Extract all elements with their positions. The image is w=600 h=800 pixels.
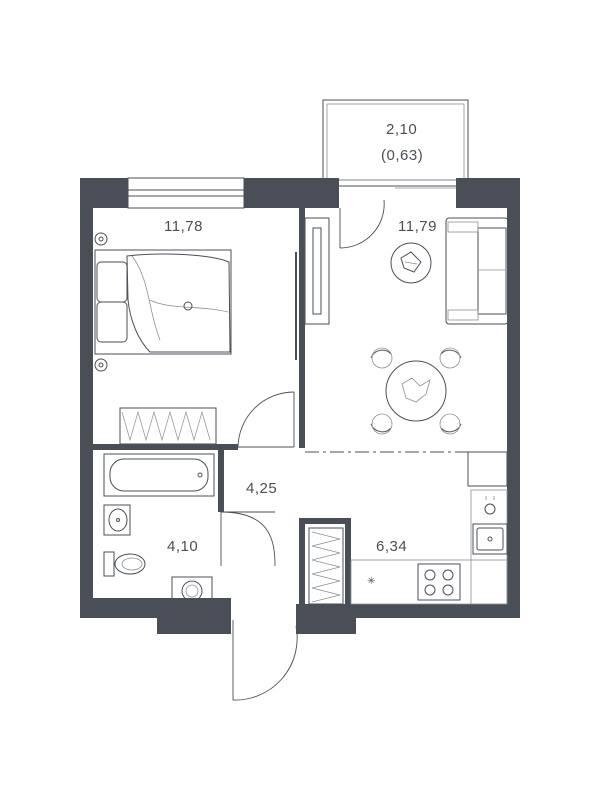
dining-table-icon <box>370 347 462 435</box>
washbasin-icon <box>103 504 131 536</box>
entrance-door[interactable] <box>232 620 298 701</box>
living-room-area-label: 11,79 <box>398 218 437 235</box>
wardrobe-hatch <box>121 410 211 442</box>
balcony-reduced-area-label: (0,63) <box>381 147 424 164</box>
balcony <box>322 99 469 181</box>
fridge-icon <box>467 451 508 487</box>
bathroom-area-label: 4,10 <box>167 538 199 555</box>
extractor-icon: ✳ <box>367 576 375 587</box>
bedroom-door[interactable] <box>237 391 295 448</box>
armchair-icon <box>445 217 509 325</box>
bedside-lamp-icon <box>94 232 108 372</box>
bedroom-window <box>127 177 245 209</box>
wardrobe-icon <box>308 527 344 605</box>
walls <box>80 178 520 634</box>
tv-stand <box>304 217 330 325</box>
balcony-area-label: 2,10 <box>386 121 418 138</box>
kitchen-sink-icon <box>472 523 508 555</box>
stove-icon <box>417 563 461 601</box>
bathroom-door[interactable] <box>220 511 276 567</box>
svg-text:✳: ✳ <box>367 576 375 587</box>
toilet-icon <box>103 551 146 577</box>
bed-icon <box>94 249 232 355</box>
wardrobe-icon <box>119 407 217 445</box>
bedroom-area-label: 11,78 <box>164 218 203 235</box>
hall-area-label: 4,25 <box>246 480 278 497</box>
bathtub-icon <box>103 453 215 497</box>
plant-icon <box>390 242 432 284</box>
kitchen-area-label: 6,34 <box>376 538 408 555</box>
balcony-door-opening <box>339 185 456 189</box>
washing-machine-icon <box>171 576 213 606</box>
wardrobe-hatch <box>311 531 341 603</box>
balcony-door[interactable] <box>339 199 385 249</box>
faucet-icon <box>484 496 496 515</box>
